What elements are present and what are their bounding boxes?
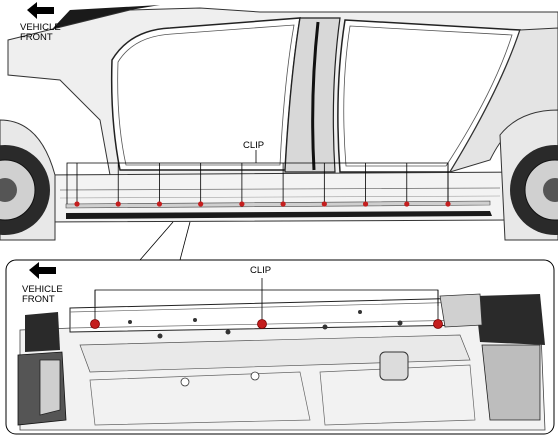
top-clip-callout	[66, 150, 449, 204]
vehicle-side-view	[0, 5, 558, 241]
clip-marker	[74, 201, 80, 207]
arrow-left-icon	[27, 2, 54, 19]
clip-marker	[280, 201, 286, 207]
detail-clip-markers	[90, 319, 443, 329]
clip-marker	[433, 319, 443, 329]
detail-panel	[5, 259, 555, 435]
clip-marker	[239, 201, 245, 207]
clip-marker	[362, 201, 369, 207]
detail-pointer-line	[179, 221, 191, 261]
clip-marker	[445, 201, 451, 207]
detail-pointer-line	[139, 221, 174, 261]
top-clip-markers	[74, 201, 451, 207]
clip-marker	[115, 201, 121, 207]
clip-marker	[321, 201, 327, 207]
clip-marker	[404, 201, 410, 207]
clip-label-top: CLIP	[243, 140, 265, 151]
clip-marker	[156, 201, 163, 207]
detail-clip-callout	[94, 278, 439, 323]
vehicle-front-label-top: VEHICLE FRONT	[20, 22, 61, 43]
clip-marker	[257, 319, 267, 329]
clip-marker	[90, 319, 100, 329]
arrow-left-icon	[29, 262, 56, 279]
vehicle-front-label-detail: VEHICLE FRONT	[22, 284, 63, 305]
clip-label-detail: CLIP	[250, 265, 272, 276]
clip-marker	[198, 201, 204, 207]
